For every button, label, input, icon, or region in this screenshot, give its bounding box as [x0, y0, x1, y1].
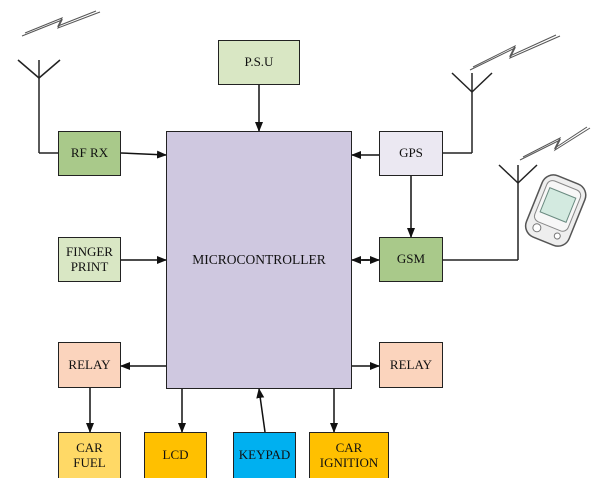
lightning-signal-icon [22, 12, 100, 36]
antenna-icon [18, 60, 60, 153]
keypad-label: KEYPAD [239, 448, 291, 463]
car-fuel-block: CAR FUEL [58, 432, 121, 478]
relay-right-block: RELAY [379, 342, 443, 388]
lightning-signal-icon [520, 128, 590, 160]
lcd-block: LCD [144, 432, 207, 478]
rf-rx-block: RF RX [58, 131, 121, 176]
keypad-block: KEYPAD [233, 432, 296, 478]
antenna-icon [443, 73, 492, 153]
gps-block: GPS [379, 131, 443, 176]
antenna-icon [443, 165, 537, 260]
gps-label: GPS [399, 146, 423, 161]
gsm-block: GSM [379, 237, 443, 282]
psu-block: P.S.U [218, 40, 300, 85]
car-fuel-label-line1: CAR [73, 441, 106, 456]
lightning-signal-icon [470, 36, 560, 70]
car-fuel-label-line2: FUEL [73, 456, 106, 471]
car-ignition-label-line1: CAR [320, 441, 378, 456]
relay-right-label: RELAY [390, 358, 432, 373]
lcd-label: LCD [163, 448, 189, 463]
relay-left-block: RELAY [58, 342, 121, 388]
car-ignition-label-line2: IGNITION [320, 456, 378, 471]
mobile-phone-icon [522, 171, 589, 249]
psu-label: P.S.U [245, 55, 274, 70]
relay-left-label: RELAY [68, 358, 110, 373]
car-ignition-block: CAR IGNITION [309, 432, 389, 478]
finger-print-label-line2: PRINT [66, 260, 113, 275]
rf-rx-label: RF RX [71, 146, 108, 161]
finger-print-label-line1: FINGER [66, 245, 113, 260]
microcontroller-label: MICROCONTROLLER [192, 252, 326, 268]
gsm-label: GSM [397, 252, 425, 267]
finger-print-block: FINGER PRINT [58, 237, 121, 282]
microcontroller-block: MICROCONTROLLER [166, 131, 352, 389]
